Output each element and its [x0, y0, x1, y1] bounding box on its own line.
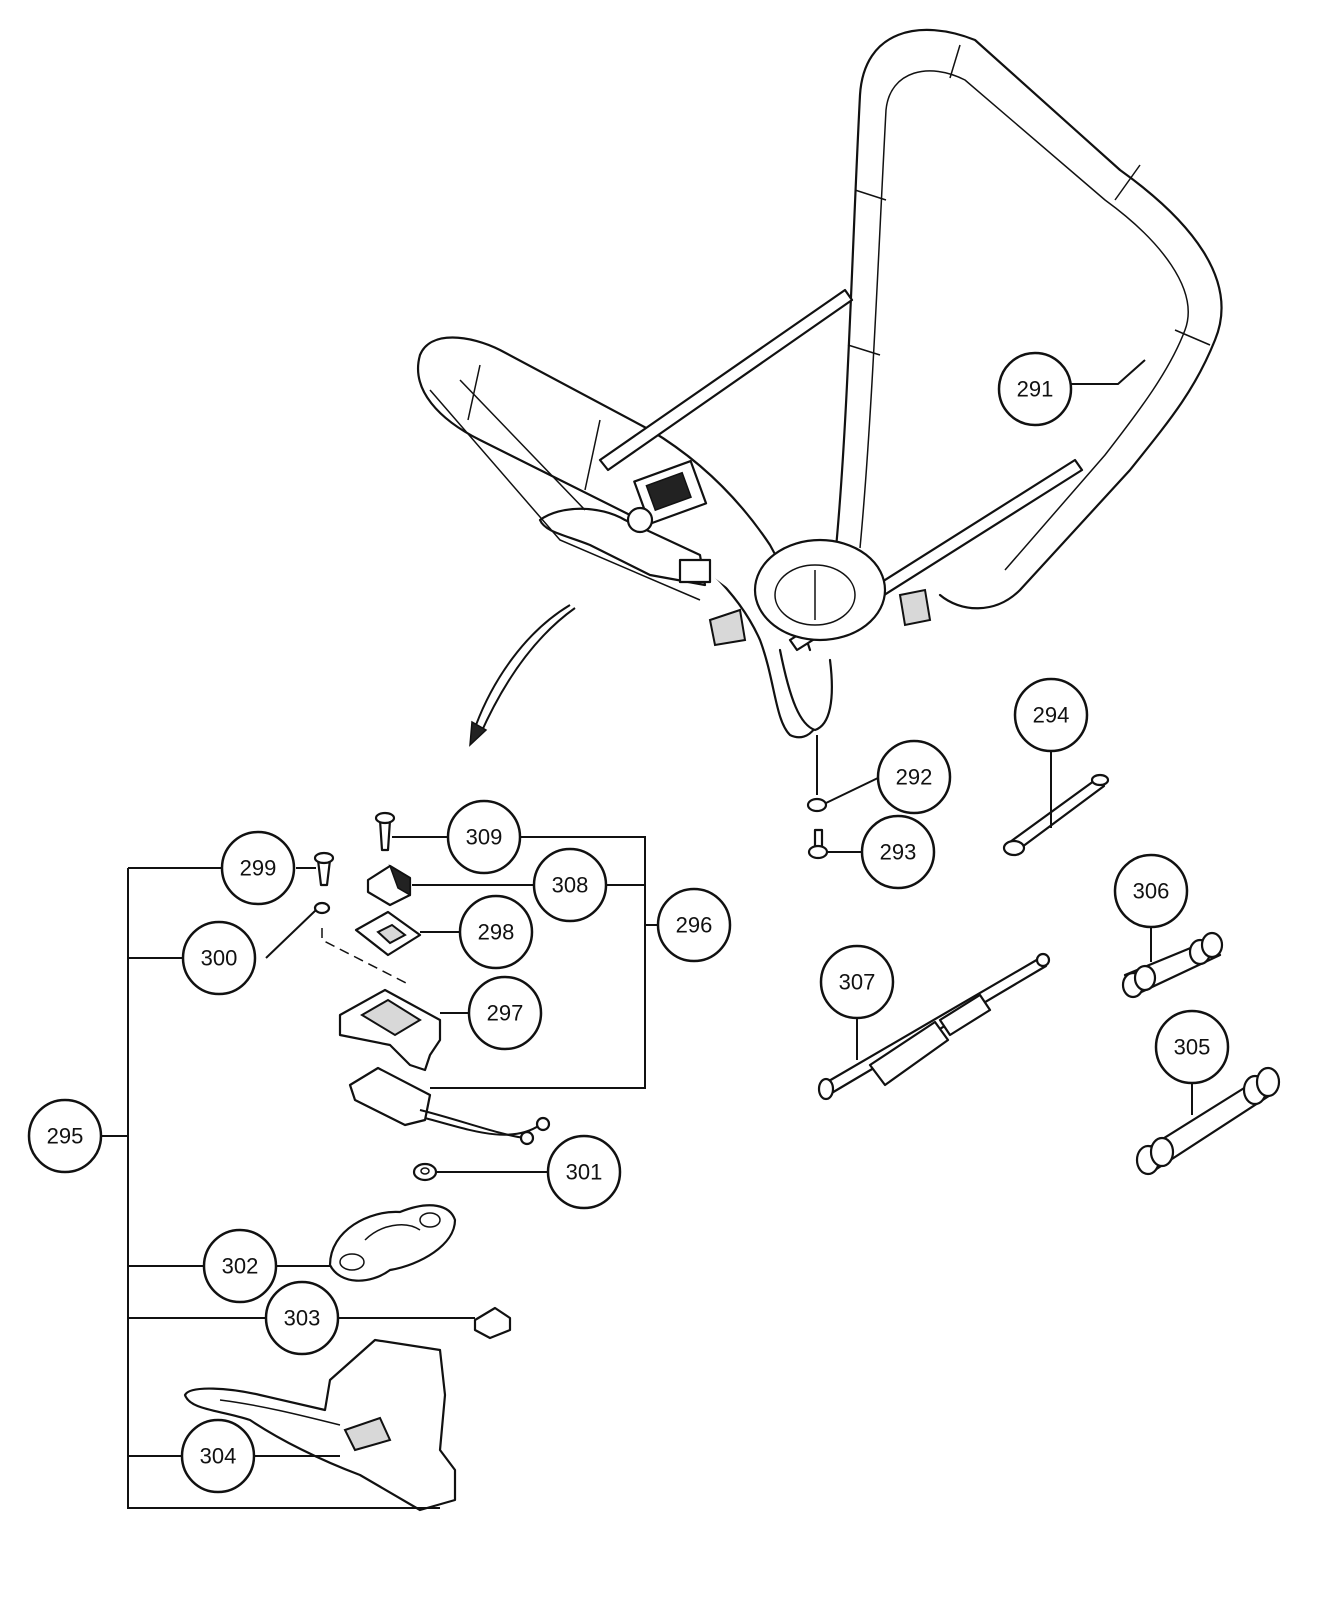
callout-297: 297 — [467, 975, 543, 1051]
callout-302: 302 — [202, 1228, 278, 1304]
washer-292 — [806, 735, 828, 813]
clamp-302 — [328, 1204, 457, 1282]
plate-298 — [354, 910, 422, 957]
callout-308-label: 308 — [552, 873, 589, 898]
callout-304: 304 — [180, 1418, 256, 1494]
callout-308: 308 — [532, 847, 608, 923]
assembly-arrow — [469, 604, 576, 747]
callout-305: 305 — [1154, 1009, 1230, 1085]
screw-299 — [313, 851, 335, 887]
callout-307: 307 — [819, 944, 895, 1020]
callout-292-label: 292 — [896, 765, 933, 790]
callout-301-label: 301 — [566, 1160, 603, 1185]
screw-293 — [807, 828, 829, 860]
handle-frame — [417, 28, 1223, 739]
callout-299-label: 299 — [240, 856, 277, 881]
callout-298: 298 — [458, 894, 534, 970]
callout-309: 309 — [446, 799, 522, 875]
callout-306: 306 — [1113, 853, 1189, 929]
spool-306 — [1121, 931, 1224, 999]
callout-294-label: 294 — [1033, 703, 1070, 728]
callout-303-label: 303 — [284, 1306, 321, 1331]
housing-304 — [183, 1338, 457, 1512]
block-308 — [366, 864, 412, 907]
callout-293: 293 — [860, 814, 936, 890]
switch-unit — [348, 1066, 551, 1146]
callout-304-label: 304 — [200, 1444, 237, 1469]
cover-297 — [338, 988, 442, 1072]
callout-306-label: 306 — [1133, 879, 1170, 904]
callout-299: 299 — [220, 830, 296, 906]
leader-lines — [101, 359, 1193, 1509]
callout-307-label: 307 — [839, 970, 876, 995]
callout-305-label: 305 — [1174, 1035, 1211, 1060]
callout-300: 300 — [181, 920, 257, 996]
callout-296-label: 296 — [676, 913, 713, 938]
callout-309-label: 309 — [466, 825, 503, 850]
callout-291: 291 — [997, 351, 1073, 427]
callout-302-label: 302 — [222, 1254, 259, 1279]
callout-298-label: 298 — [478, 920, 515, 945]
callout-303: 303 — [264, 1280, 340, 1356]
callout-291-label: 291 — [1017, 377, 1054, 402]
callout-301: 301 — [546, 1134, 622, 1210]
screw-309 — [374, 811, 396, 852]
callout-292: 292 — [876, 739, 952, 815]
spool-305 — [1135, 1066, 1281, 1176]
callout-295: 295 — [27, 1098, 103, 1174]
callout-293-label: 293 — [880, 840, 917, 865]
wrench-294 — [1002, 773, 1110, 857]
callout-295-label: 295 — [47, 1124, 84, 1149]
nut-301 — [412, 1162, 438, 1182]
callout-294: 294 — [1013, 677, 1089, 753]
washer-300 — [313, 901, 411, 986]
callout-296: 296 — [656, 887, 732, 963]
cable-307 — [817, 952, 1051, 1101]
nut-303 — [473, 1306, 512, 1340]
callout-297-label: 297 — [487, 1001, 524, 1026]
callout-300-label: 300 — [201, 946, 238, 971]
